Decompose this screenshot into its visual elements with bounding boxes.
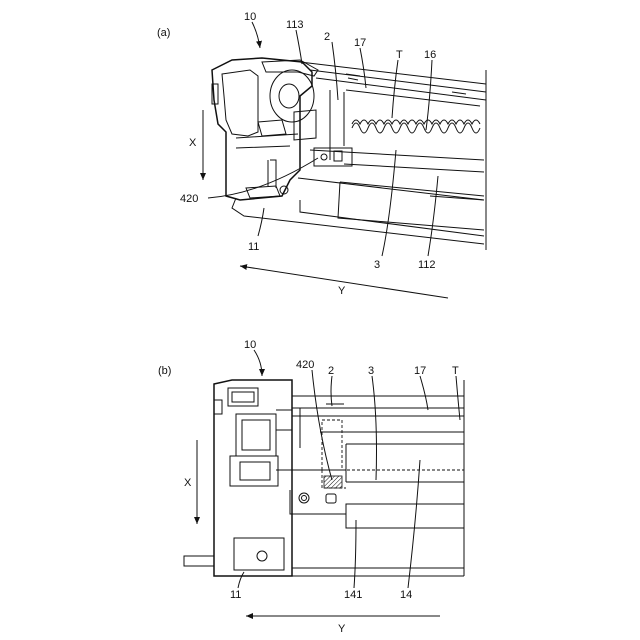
panel-b-arrow-10 (254, 350, 262, 376)
panel-a-label-X: X (189, 137, 197, 149)
panel-b-label-2: 2 (328, 365, 334, 377)
panel-b-label-141: 141 (344, 589, 362, 601)
panel-b: (b) (158, 339, 464, 635)
panel-b-label-X: X (184, 477, 192, 489)
panel-b-label-14: 14 (400, 589, 412, 601)
panel-b-dashed-part (322, 420, 464, 488)
panel-a-label-11: 11 (248, 241, 259, 253)
panel-a-label-T: T (396, 49, 403, 61)
panel-a-spring-16 (352, 120, 480, 133)
panel-a-label-10: 10 (244, 11, 256, 23)
panel-a-leaders (208, 30, 438, 256)
panel-a-label-16: 16 (424, 49, 436, 61)
panel-a: (a) (157, 11, 486, 298)
panel-a-tag: (a) (157, 27, 170, 39)
panel-a-label-17: 17 (354, 37, 366, 49)
panel-b-label-11: 11 (230, 589, 241, 601)
panel-b-label-Y: Y (338, 623, 346, 635)
panel-b-frame (290, 380, 464, 576)
panel-b-leaders (238, 370, 460, 588)
panel-a-label-2: 2 (324, 31, 330, 43)
panel-a-arrow-10 (252, 22, 260, 48)
panel-b-tag: (b) (158, 365, 171, 377)
panel-a-label-112: 112 (418, 259, 436, 271)
panel-a-label-420: 420 (180, 193, 198, 205)
panel-b-label-3: 3 (368, 365, 374, 377)
panel-a-part-11 (246, 160, 288, 198)
panel-b-housing-10 (184, 380, 292, 576)
panel-a-label-3: 3 (374, 259, 380, 271)
panel-b-label-T: T (452, 365, 459, 377)
panel-a-label-113: 113 (286, 19, 304, 31)
panel-b-label-17: 17 (414, 365, 426, 377)
panel-a-label-Y: Y (338, 285, 346, 297)
panel-b-label-10: 10 (244, 339, 256, 351)
panel-b-label-420: 420 (296, 359, 314, 371)
